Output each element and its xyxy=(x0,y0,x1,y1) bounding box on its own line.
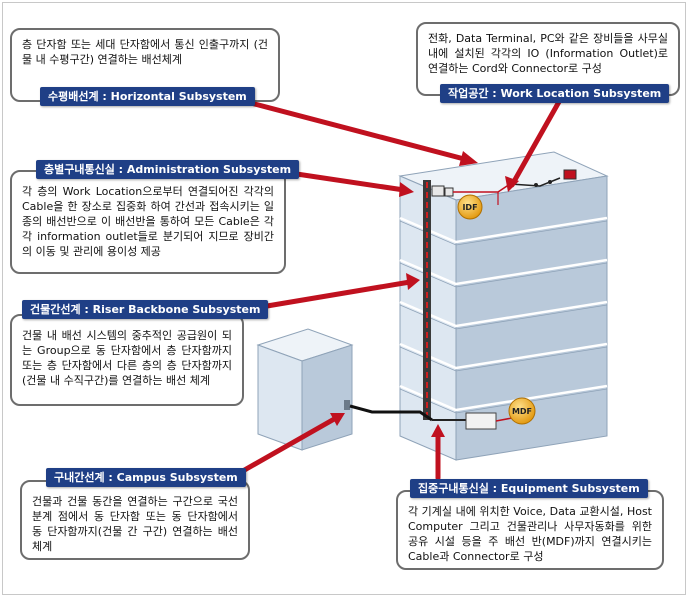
equipment-description: 각 기계실 내에 위치한 Voice, Data 교환시설, Host Comp… xyxy=(408,505,652,563)
pointer-arrows xyxy=(229,95,563,481)
campus-cable xyxy=(349,404,433,422)
arrow-horizontal xyxy=(229,95,471,163)
idf-badge: IDF xyxy=(457,194,483,220)
riser-description-box: 건물 내 배선 시스템의 중추적인 공급원이 되는 Group으로 동 단자함에… xyxy=(10,314,244,406)
campus-label: 구내간선계 : Campus Subsystem xyxy=(46,468,246,487)
administration-description: 각 층의 Work Location으로부터 연결되어진 각각의 Cable을 … xyxy=(22,185,274,258)
horizontal-description: 층 단자함 또는 세대 단자함에서 통신 인출구까지 (건물 내 수평구간) 연… xyxy=(22,38,268,66)
campus-description-box: 건물과 건물 동간을 연결하는 구간으로 국선 분계 점에서 동 단자함 또는 … xyxy=(20,480,250,560)
riser-description: 건물 내 배선 시스템의 중추적인 공급원이 되는 Group으로 동 단자함에… xyxy=(22,329,232,387)
work-location-description-box: 전화, Data Terminal, PC와 같은 장비들을 사무실 내에 설치… xyxy=(416,22,680,96)
mdf-badge: MDF xyxy=(508,397,536,425)
arrow-heads xyxy=(330,151,519,437)
work-location-label: 작업공간 : Work Location Subsystem xyxy=(440,84,670,103)
small-building xyxy=(256,328,354,451)
work-location-equipment xyxy=(431,169,577,205)
arrow-riser xyxy=(240,279,413,313)
idf-text: IDF xyxy=(462,203,477,212)
main-building xyxy=(398,151,609,461)
administration-label: 층별구내통신실 : Administration Subsystem xyxy=(36,160,300,179)
equipment-description-box: 각 기계실 내에 위치한 Voice, Data 교환시설, Host Comp… xyxy=(396,490,664,570)
horizontal-label: 수평배선계 : Horizontal Subsystem xyxy=(40,87,255,106)
work-location-description: 전화, Data Terminal, PC와 같은 장비들을 사무실 내에 설치… xyxy=(428,32,668,75)
riser-cable xyxy=(423,180,431,420)
administration-description-box: 각 층의 Work Location으로부터 연결되어진 각각의 Cable을 … xyxy=(10,170,286,274)
equipment-room xyxy=(432,412,513,430)
arrow-work-location xyxy=(509,97,563,188)
riser-label: 건물간선계 : Riser Backbone Subsystem xyxy=(22,300,269,319)
equipment-label: 집중구내통신실 : Equipment Subsystem xyxy=(410,479,648,498)
arrow-campus xyxy=(231,415,339,479)
mdf-text: MDF xyxy=(512,407,532,416)
campus-description: 건물과 건물 동간을 연결하는 구간으로 국선 분계 점에서 동 단자함 또는 … xyxy=(32,495,238,553)
